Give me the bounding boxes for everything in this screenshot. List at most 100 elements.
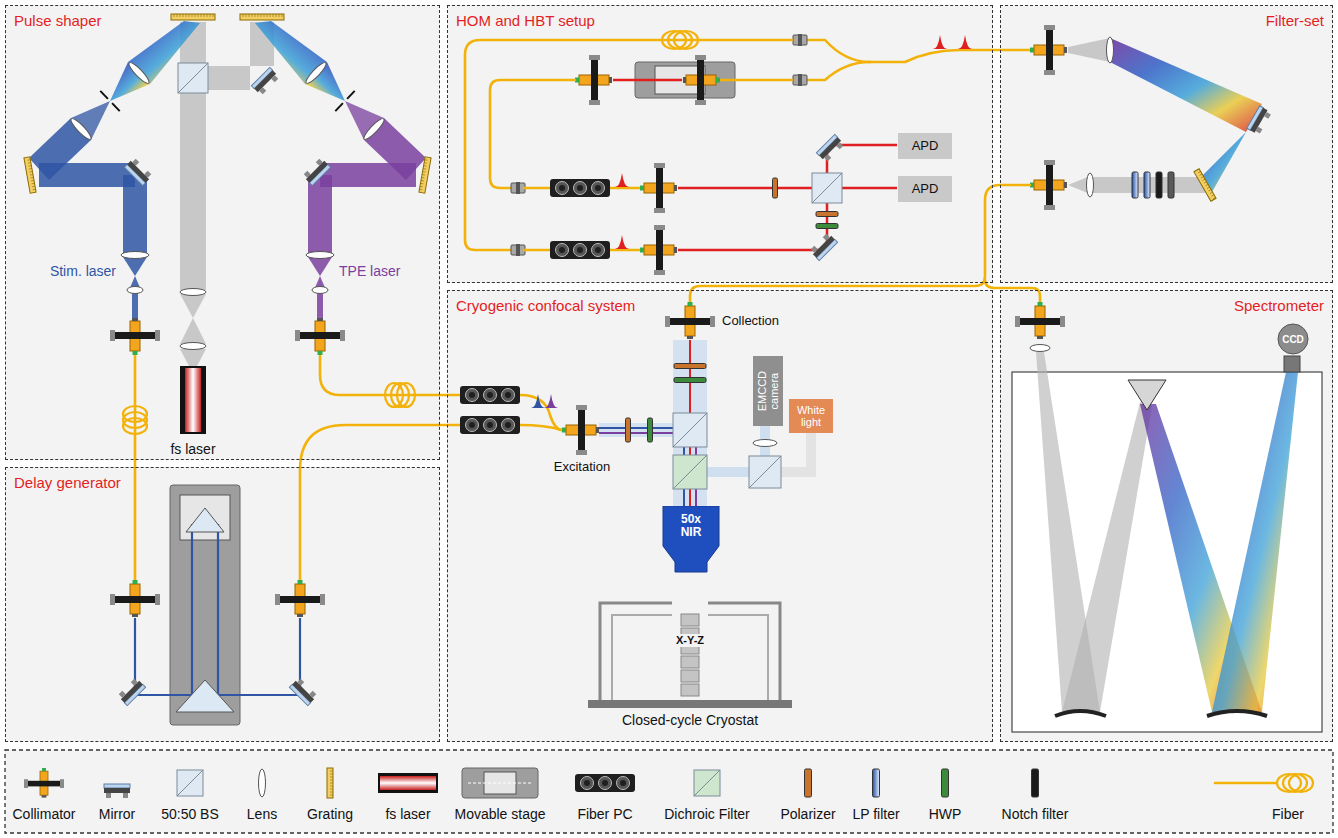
collimator bbox=[155, 594, 160, 605]
collimator bbox=[1037, 336, 1043, 339]
optical-fiber bbox=[300, 425, 460, 580]
grating bbox=[419, 157, 431, 193]
optical-fiber bbox=[465, 40, 792, 250]
movable-stage bbox=[170, 485, 240, 725]
mirror bbox=[144, 171, 151, 178]
slit bbox=[335, 103, 343, 111]
movable-stage bbox=[180, 495, 230, 540]
panel-grounds bbox=[1000, 290, 1333, 742]
collimator bbox=[697, 60, 704, 100]
fiber-pc bbox=[574, 182, 587, 195]
fiber-pc bbox=[581, 777, 594, 790]
fiber-pc bbox=[577, 185, 583, 191]
lens bbox=[127, 60, 151, 85]
legend-text: 50:50 BS bbox=[161, 806, 219, 822]
grating bbox=[24, 157, 36, 193]
fiber-pc bbox=[592, 244, 605, 257]
light-source-box: White light bbox=[789, 399, 833, 433]
grating bbox=[195, 14, 196, 17]
objective-body bbox=[663, 506, 719, 572]
mirror bbox=[819, 137, 841, 159]
fiber-pc bbox=[466, 419, 479, 432]
collimator bbox=[665, 302, 715, 339]
grating bbox=[252, 14, 253, 17]
mirror bbox=[131, 679, 138, 686]
optical-fiber bbox=[134, 356, 137, 580]
grating bbox=[1201, 177, 1204, 179]
lens bbox=[1030, 345, 1050, 352]
collimator bbox=[42, 795, 47, 797]
legend-text: Fiber bbox=[1272, 806, 1304, 822]
lens bbox=[127, 287, 143, 294]
beam-splitter bbox=[673, 413, 707, 447]
panel-heading: Filter-set bbox=[1001, 6, 1332, 35]
pulse bbox=[615, 235, 629, 249]
mirror bbox=[254, 70, 276, 92]
lens bbox=[753, 440, 777, 447]
beam bbox=[39, 163, 135, 187]
grating bbox=[255, 14, 256, 17]
box-label: 50x NIR bbox=[673, 506, 709, 539]
beam bbox=[599, 432, 673, 434]
collimator bbox=[300, 332, 340, 339]
mirror bbox=[823, 234, 830, 241]
optics bbox=[24, 14, 1322, 798]
section-panel: Filter-set bbox=[1000, 5, 1333, 283]
collimator bbox=[1046, 165, 1053, 205]
grating bbox=[282, 14, 283, 17]
beam bbox=[842, 187, 897, 190]
fiber-coil bbox=[1283, 774, 1307, 792]
optical-fiber bbox=[806, 40, 870, 62]
grating bbox=[246, 14, 247, 17]
beam bbox=[827, 145, 897, 173]
lens bbox=[69, 116, 93, 141]
mirror bbox=[811, 246, 818, 253]
pulse bbox=[933, 35, 947, 49]
fiber-connector bbox=[798, 74, 802, 86]
grating bbox=[425, 159, 428, 161]
mirror bbox=[1256, 127, 1263, 134]
prism bbox=[176, 680, 234, 712]
mirror bbox=[271, 75, 278, 82]
lens bbox=[362, 116, 386, 141]
grating bbox=[189, 14, 190, 17]
beam bbox=[123, 175, 147, 255]
section-panel: SpectrometerCCD bbox=[1000, 290, 1333, 742]
grating bbox=[32, 186, 35, 188]
collimator bbox=[133, 351, 138, 355]
beam bbox=[123, 257, 147, 276]
lens bbox=[180, 343, 206, 350]
dispersed-beam bbox=[1110, 38, 1262, 132]
collimator bbox=[115, 332, 155, 339]
mirror bbox=[306, 161, 328, 183]
lens bbox=[753, 440, 777, 447]
beam-splitter bbox=[812, 173, 842, 203]
part-label: X-Y-Z bbox=[674, 634, 706, 647]
fiber-pc bbox=[550, 179, 610, 197]
beam-splitter bbox=[177, 770, 203, 796]
mirror bbox=[809, 232, 837, 260]
beam bbox=[320, 163, 416, 187]
movable-stage bbox=[180, 495, 230, 540]
collimator bbox=[640, 186, 644, 191]
polarizer bbox=[805, 769, 812, 797]
beam bbox=[180, 294, 206, 318]
pulse bbox=[958, 35, 972, 49]
grating bbox=[421, 180, 424, 182]
collimator bbox=[295, 330, 300, 341]
collimator bbox=[674, 247, 677, 253]
mirror bbox=[304, 171, 311, 178]
fiber-connector bbox=[516, 182, 520, 194]
grating bbox=[420, 183, 423, 185]
fiber-pc bbox=[460, 416, 520, 434]
retro-prism bbox=[186, 508, 224, 532]
fiber-pc bbox=[484, 419, 497, 432]
optical-fiber bbox=[520, 425, 562, 430]
beam bbox=[180, 318, 206, 344]
grating bbox=[1209, 190, 1212, 192]
collimator bbox=[1038, 302, 1043, 306]
fiber-pc bbox=[595, 247, 601, 253]
hwp bbox=[674, 378, 706, 383]
collimator bbox=[656, 230, 663, 270]
grating bbox=[33, 189, 36, 191]
